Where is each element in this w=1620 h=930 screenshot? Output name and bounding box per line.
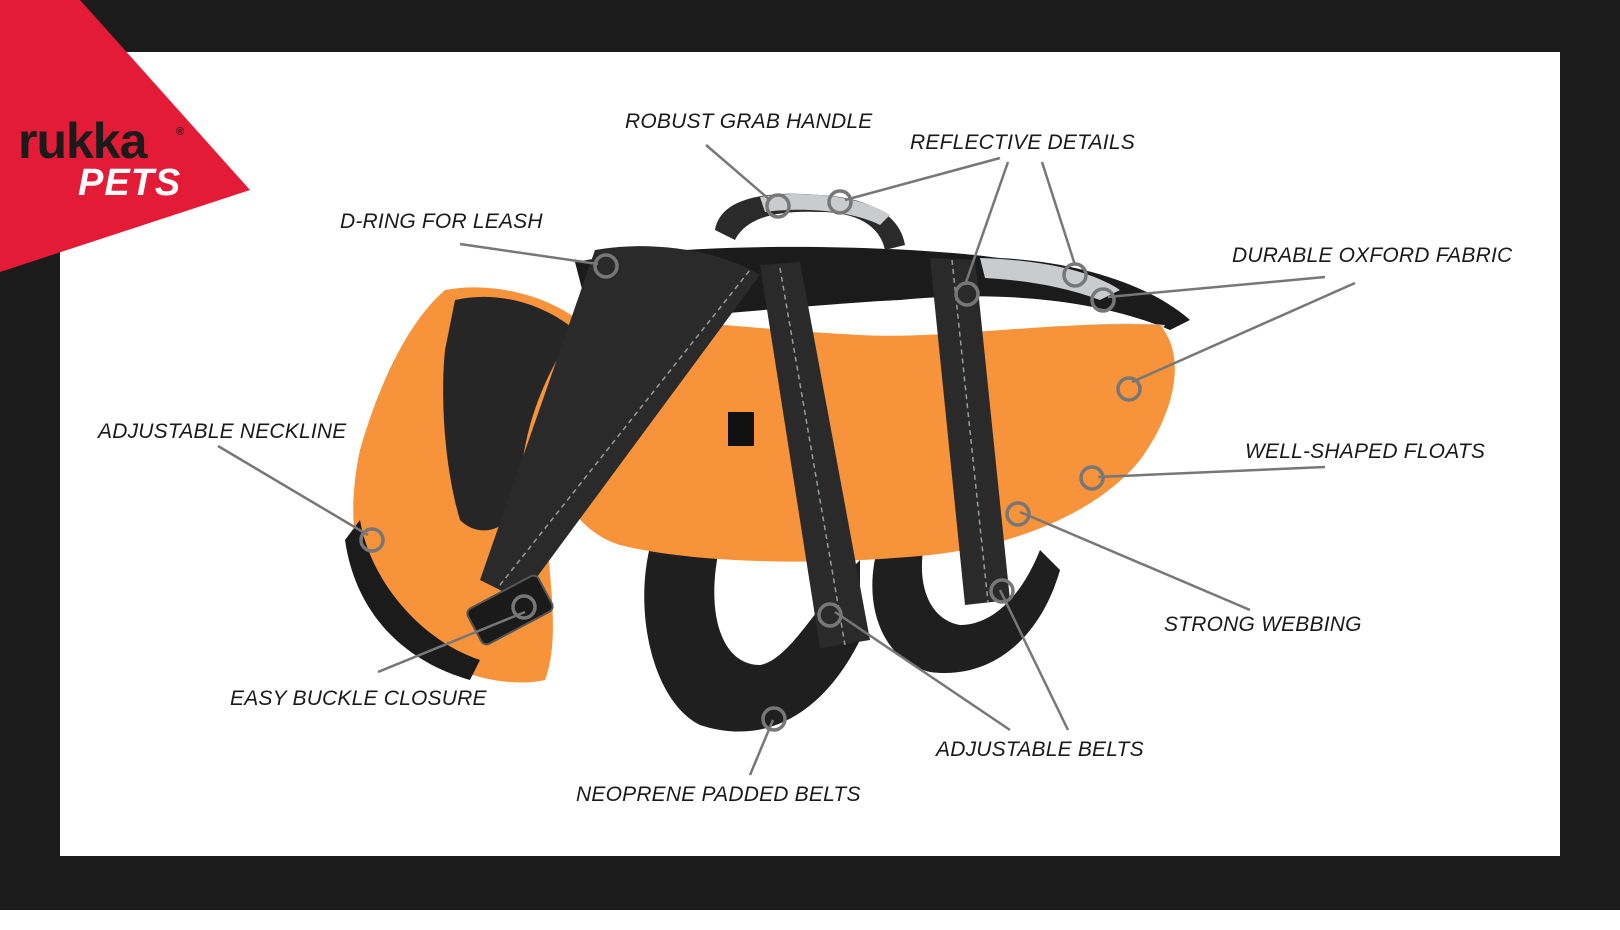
neck-trim xyxy=(345,520,480,680)
webbing-stitch-c xyxy=(951,259,989,603)
label-neoprene-belts: NEOPRENE PADDED BELTS xyxy=(576,783,861,806)
brand-tag xyxy=(728,412,754,446)
jacket-orange-body xyxy=(544,318,1175,562)
handle-reflective xyxy=(760,194,890,225)
label-adjustable-neckline: ADJUSTABLE NECKLINE xyxy=(98,420,347,443)
neck-lining xyxy=(443,296,575,531)
label-d-ring: D-RING FOR LEASH xyxy=(340,210,543,233)
rukka-pets-logo: rukka ® PETS xyxy=(0,0,260,280)
label-well-shaped-floats: WELL-SHAPED FLOATS xyxy=(1245,440,1486,463)
brand-name: rukka xyxy=(18,113,147,169)
callout-markers xyxy=(359,189,1142,732)
neoprene-belt-rear xyxy=(872,540,1060,674)
label-reflective-details: REFLECTIVE DETAILS xyxy=(910,131,1135,154)
label-adjustable-belts: ADJUSTABLE BELTS xyxy=(936,738,1144,761)
label-easy-buckle: EASY BUCKLE CLOSURE xyxy=(230,687,487,710)
label-strong-webbing: STRONG WEBBING xyxy=(1164,613,1362,636)
reflective-strip-rear xyxy=(980,258,1120,300)
webbing-stitch-a xyxy=(499,269,751,586)
neoprene-belt-front xyxy=(644,530,860,732)
webbing-stitch-b xyxy=(779,267,846,646)
brand-subtitle: PETS xyxy=(78,162,182,204)
webbing-diagonal xyxy=(480,246,760,600)
logo-red-triangle xyxy=(0,0,250,272)
webbing-center xyxy=(760,262,870,648)
callout-lines xyxy=(217,144,1356,776)
label-oxford-fabric: DURABLE OXFORD FABRIC xyxy=(1232,244,1513,267)
label-grab-handle: ROBUST GRAB HANDLE xyxy=(625,110,873,133)
brand-registered-mark: ® xyxy=(176,126,185,138)
